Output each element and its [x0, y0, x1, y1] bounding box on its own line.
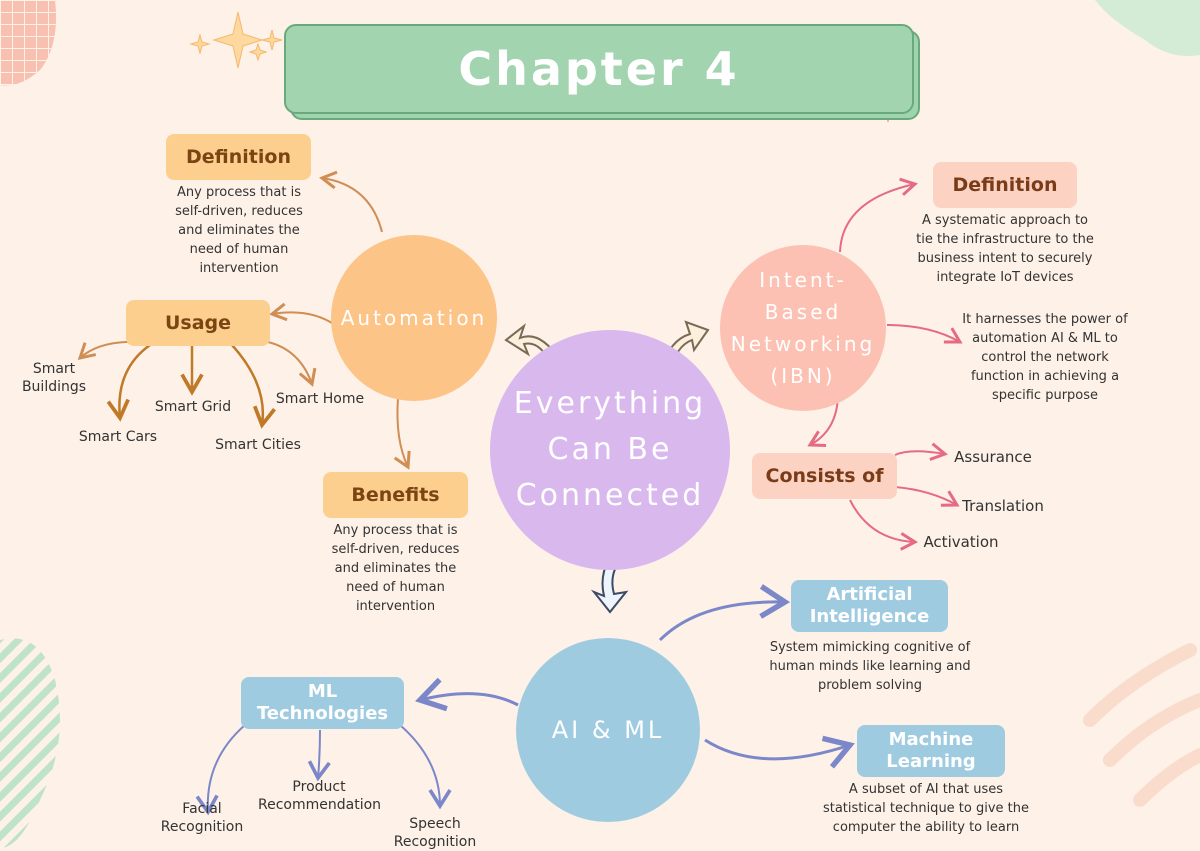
automation-definition-heading: Definition — [166, 134, 311, 180]
ml-tech-heading: ML Technologies — [241, 677, 404, 729]
consists-item-translation: Translation — [962, 497, 1044, 515]
usage-item-smart-cities: Smart Cities — [215, 437, 301, 453]
usage-item-smart-home: Smart Home — [275, 391, 365, 407]
automation-label: Automation — [340, 306, 488, 330]
tech-item-speech-recognition: Speech Recognition — [393, 816, 477, 850]
consists-item-assurance: Assurance — [954, 448, 1032, 466]
ibn-node: Intent-Based Networking (IBN) — [720, 245, 886, 411]
ibn-label: Intent-Based Networking (IBN) — [730, 268, 876, 388]
ml-heading: Machine Learning — [857, 725, 1005, 777]
center-label: Everything Can Be Connected — [513, 386, 707, 513]
wavy-lines-decor — [1083, 643, 1200, 807]
grid-blob-decor — [0, 0, 56, 86]
automation-node: Automation — [331, 235, 497, 401]
ibn-definition-heading: Definition — [933, 162, 1077, 208]
green-blob-decor — [1095, 0, 1200, 56]
center-node: Everything Can Be Connected — [490, 330, 730, 570]
automation-benefits-text: Any process that is self-driven, reduces… — [331, 523, 460, 614]
ibn-definition-text: A systematic approach to tie the infrast… — [916, 213, 1094, 285]
automation-benefits-heading: Benefits — [323, 472, 468, 518]
ibn-consists-heading: Consists of — [752, 453, 897, 499]
ibn-power-text: It harnesses the power of automation AI … — [962, 312, 1128, 403]
aiml-label: AI & ML — [551, 716, 665, 744]
page-title: Chapter 4 — [284, 24, 914, 114]
ml-text: A subset of AI that uses statistical tec… — [822, 782, 1030, 835]
tech-item-facial-recognition: Facial Recognition — [160, 801, 244, 835]
striped-blob-decor — [0, 638, 60, 848]
tech-item-product-recommendation: Product Recommendation — [258, 779, 382, 813]
sparkle-icon — [189, 11, 283, 69]
automation-usage-heading: Usage — [126, 300, 270, 346]
consists-item-activation: Activation — [923, 533, 999, 551]
usage-item-smart-cars: Smart Cars — [78, 429, 158, 445]
automation-definition-text: Any process that is self-driven, reduces… — [175, 185, 303, 276]
ai-text: System mimicking cognitive of human mind… — [769, 640, 971, 693]
usage-item-smart-grid: Smart Grid — [154, 399, 232, 415]
usage-item-smart-buildings: Smart Buildings — [21, 361, 87, 395]
ai-heading: Artificial Intelligence — [791, 580, 948, 632]
aiml-node: AI & ML — [516, 638, 700, 822]
